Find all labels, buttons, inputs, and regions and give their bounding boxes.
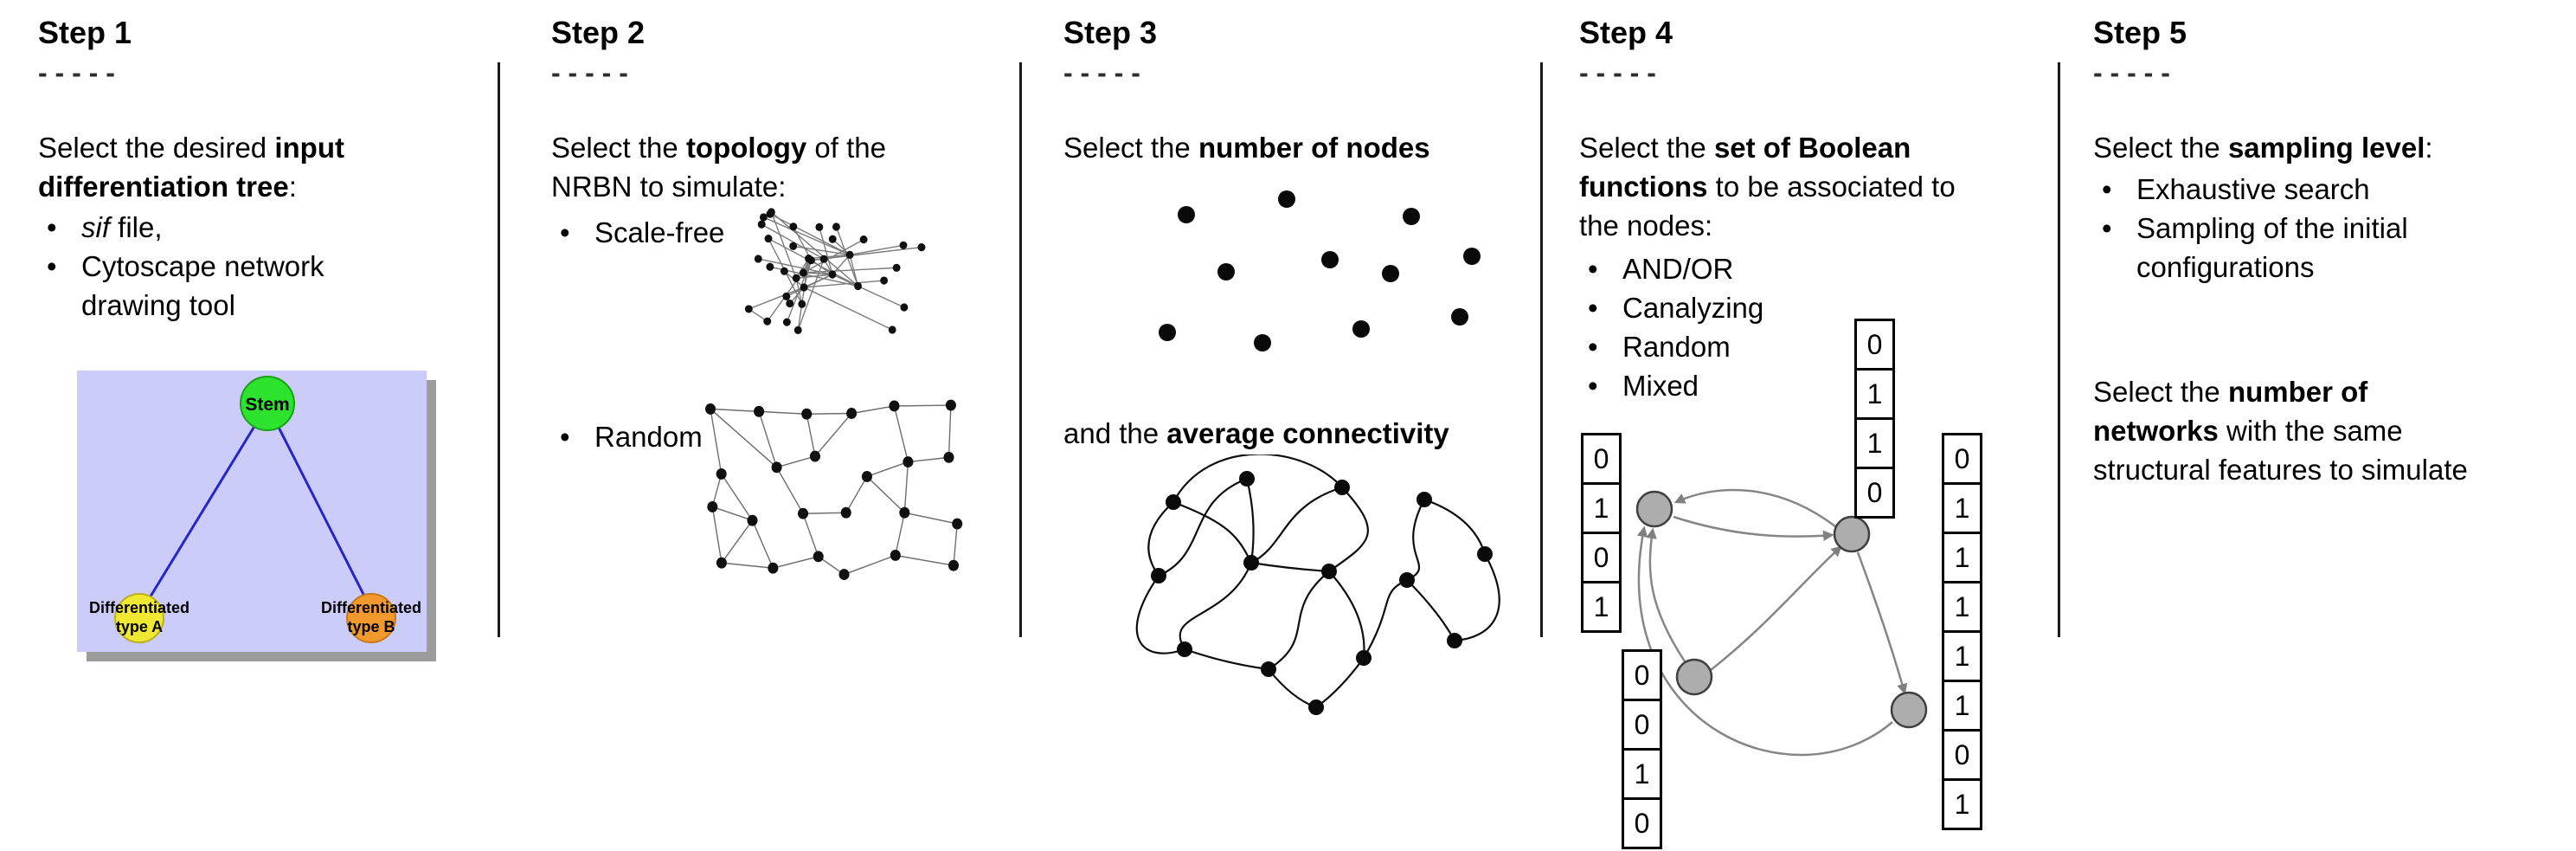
truth-table-cell: 0	[1942, 729, 1982, 781]
step-5-bullets: • Exhaustive search • Sampling of the in…	[2093, 170, 2517, 287]
step-3-dashes: - - - - -	[1063, 57, 1140, 88]
bullet-marker: •	[1588, 292, 1598, 324]
step-3-connectivity-text: and the average connectivity	[1063, 417, 1449, 449]
column-divider	[1540, 62, 1543, 637]
bullet-sampling-initial-configurations: • Sampling of the initial configurations	[2093, 209, 2517, 287]
truth-table-cell: 1	[1854, 368, 1895, 420]
bullet-marker: •	[1588, 331, 1598, 363]
bullet-sif-file: • sif file,	[38, 208, 419, 247]
step-4-dashes: - - - - -	[1579, 57, 1656, 88]
type-b-node	[346, 593, 396, 643]
boolean-network-node	[1833, 515, 1871, 553]
stem-node	[240, 376, 295, 431]
truth-table-cell: 0	[1581, 532, 1622, 583]
column-divider	[1019, 62, 1022, 637]
boolean-network-diagram	[1635, 488, 1928, 757]
tree-edge	[138, 404, 269, 616]
step-3-nodes-text: Select the number of nodes	[1063, 132, 1430, 164]
truth-table-cell: 0	[1622, 699, 1662, 751]
truth-table-cell: 1	[1942, 482, 1982, 534]
truth-table-cell: 1	[1581, 581, 1622, 633]
network-edge-arrows	[1636, 488, 1908, 757]
differentiation-tree-image: Stem Differentiated type A Differentiate…	[77, 371, 427, 652]
boolean-network-node	[1890, 691, 1928, 729]
step-3-column: Step 3 - - - - - Select the number of no…	[1063, 0, 1535, 851]
type-b-label: Differentiated	[321, 599, 421, 616]
bullet-mixed: • Mixed	[1579, 366, 1943, 405]
step-4-bullets: • AND/OR • Canalyzing • Random • Mixed	[1579, 249, 1943, 405]
type-a-label: type A	[116, 618, 163, 635]
bullet-cytoscape: • Cytoscape network drawing tool	[38, 247, 419, 325]
step-4-column: Step 4 - - - - - Select the set of Boole…	[1579, 0, 2057, 851]
column-divider	[498, 62, 500, 637]
bullet-marker: •	[1588, 370, 1598, 402]
boolean-network-node	[1675, 658, 1713, 696]
step-1-intro: Select the desired input differentiation…	[38, 132, 344, 203]
step-4-title: Step 4	[1579, 15, 1673, 50]
step-5-networks-text: Select the number of networks with the s…	[2093, 376, 2468, 486]
step-1-bullets: • sif file, • Cytoscape network drawing …	[38, 208, 419, 325]
bullet-canalyzing: • Canalyzing	[1579, 288, 1943, 327]
type-a-label: Differentiated	[89, 599, 190, 616]
step-5-column: Step 5 - - - - - Select the sampling lev…	[2093, 0, 2576, 851]
truth-table-cell: 0	[1854, 467, 1895, 519]
truth-table-cell: 1	[1942, 778, 1982, 830]
bullet-marker: •	[560, 216, 570, 248]
bullet-marker: •	[47, 250, 57, 282]
step-2-column: Step 2 - - - - - Select the topology of …	[551, 0, 1023, 851]
step-2-intro: Select the topology of the NRBN to simul…	[551, 132, 886, 203]
step-1-title: Step 1	[38, 15, 132, 50]
truth-table-cell: 0	[1622, 797, 1662, 849]
truth-table-cell: 1	[1854, 417, 1895, 469]
type-b-label: type B	[347, 618, 395, 635]
type-a-node	[114, 593, 164, 643]
boolean-network-node	[1635, 490, 1673, 528]
truth-table-cell: 0	[1581, 433, 1622, 485]
bullet-and-or: • AND/OR	[1579, 249, 1943, 288]
scale-free-network-image	[744, 208, 926, 335]
truth-table-cell: 1	[1622, 748, 1662, 800]
step-2-dashes: - - - - -	[551, 57, 628, 88]
truth-table-cell: 1	[1942, 680, 1982, 732]
bullet-marker: •	[47, 211, 57, 243]
bullet-random: • Random	[551, 417, 776, 456]
bullet-marker: •	[2102, 212, 2112, 244]
bullet-marker: •	[560, 421, 570, 453]
truth-table-cell: 0	[1942, 433, 1982, 485]
step-2-title: Step 2	[551, 15, 646, 50]
step-3-title: Step 3	[1063, 15, 1158, 50]
stem-label: Stem	[245, 395, 289, 415]
truth-table-cell: 0	[1622, 649, 1662, 701]
tree-edge	[266, 404, 376, 616]
step-5-intro: Select the sampling level:	[2093, 132, 2433, 164]
truth-table-cell: 1	[1942, 581, 1982, 633]
step-1-column: Step 1 - - - - - Select the desired inpu…	[38, 0, 484, 851]
bullet-marker: •	[1588, 253, 1598, 285]
bullet-random-functions: • Random	[1579, 327, 1943, 366]
random-network-image	[705, 399, 963, 581]
truth-table-cell: 1	[1942, 532, 1982, 583]
nodes-scatter-image	[1159, 190, 1481, 351]
truth-table-cell: 0	[1854, 319, 1895, 371]
connectivity-network-image	[1135, 455, 1500, 715]
bullet-exhaustive-search: • Exhaustive search	[2093, 170, 2517, 209]
step-5-dashes: - - - - -	[2093, 57, 2170, 88]
step-5-title: Step 5	[2093, 15, 2187, 50]
truth-table-cell: 1	[1581, 482, 1622, 534]
step-1-dashes: - - - - -	[38, 57, 115, 88]
bullet-scale-free: • Scale-free	[551, 213, 776, 252]
step-4-intro: Select the set of Boolean functions to b…	[1579, 132, 1956, 242]
truth-table-cell: 1	[1942, 630, 1982, 682]
bullet-marker: •	[2102, 173, 2112, 205]
column-divider	[2058, 62, 2060, 637]
